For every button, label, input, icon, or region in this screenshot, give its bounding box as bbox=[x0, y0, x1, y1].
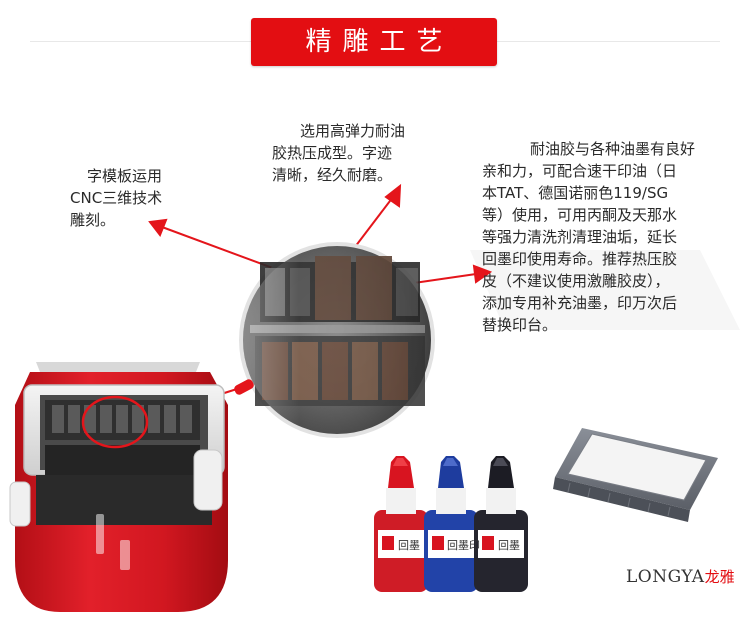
callout-line: 等强力清洗剂清理油垢，延长 bbox=[482, 228, 678, 246]
callout-line: 等）使用，可用丙酮及天那水 bbox=[482, 206, 678, 224]
callout-line: 耐油胶与各种油墨有良好 bbox=[530, 140, 696, 158]
callout-line: 胶热压成型。字迹 bbox=[272, 144, 393, 162]
brand-name-cn: 龙雅 bbox=[704, 568, 735, 586]
callout-line: 回墨印使用寿命。推荐热压胶 bbox=[482, 250, 678, 268]
callout-line: 替换印台。 bbox=[482, 316, 558, 334]
callout-ink-compatibility: 耐油胶与各种油墨有良好 亲和力，可配合速干印油（日 本TAT、德国诺丽色119/… bbox=[482, 138, 750, 336]
callout-line: 皮（不建议使用激雕胶皮）， bbox=[482, 272, 670, 290]
callout-cnc-engraving: 字模板运用 CNC三维技术 雕刻。 bbox=[70, 165, 163, 231]
ink-pad bbox=[553, 428, 718, 522]
brand-logo: LONGYA龙雅 bbox=[626, 566, 735, 587]
brand-name: LONGYA bbox=[626, 567, 705, 587]
zoom-magnifier bbox=[234, 242, 435, 438]
ink-bottle-blue bbox=[424, 456, 478, 592]
callout-line: 字模板运用 bbox=[87, 167, 163, 185]
callout-rubber-molding: 选用高弹力耐油 胶热压成型。字迹 清晰，经久耐磨。 bbox=[272, 120, 405, 186]
section-title: 精雕工艺 bbox=[251, 18, 497, 66]
callout-line: 清晰，经久耐磨。 bbox=[272, 166, 393, 184]
ink-bottle-black bbox=[474, 456, 528, 592]
callout-line: 本TAT、德国诺丽色119/SG bbox=[482, 184, 669, 202]
ink-bottle-red bbox=[374, 456, 428, 592]
callout-line: CNC三维技术 bbox=[70, 189, 163, 207]
bottle-black-label: 回墨 bbox=[498, 539, 520, 552]
watermark-shape bbox=[470, 250, 740, 330]
callout-line: 亲和力，可配合速干印油（日 bbox=[482, 162, 678, 180]
ink-bottles: 回墨 回墨印 回墨 bbox=[374, 456, 528, 592]
callout-line: 雕刻。 bbox=[70, 211, 116, 229]
bottle-red-label: 回墨 bbox=[398, 539, 420, 552]
bottle-blue-label: 回墨印 bbox=[447, 539, 480, 552]
stamp-product bbox=[9, 362, 228, 612]
callout-line: 选用高弹力耐油 bbox=[300, 122, 406, 140]
callout-line: 添加专用补充油墨，印万次后 bbox=[482, 294, 678, 312]
